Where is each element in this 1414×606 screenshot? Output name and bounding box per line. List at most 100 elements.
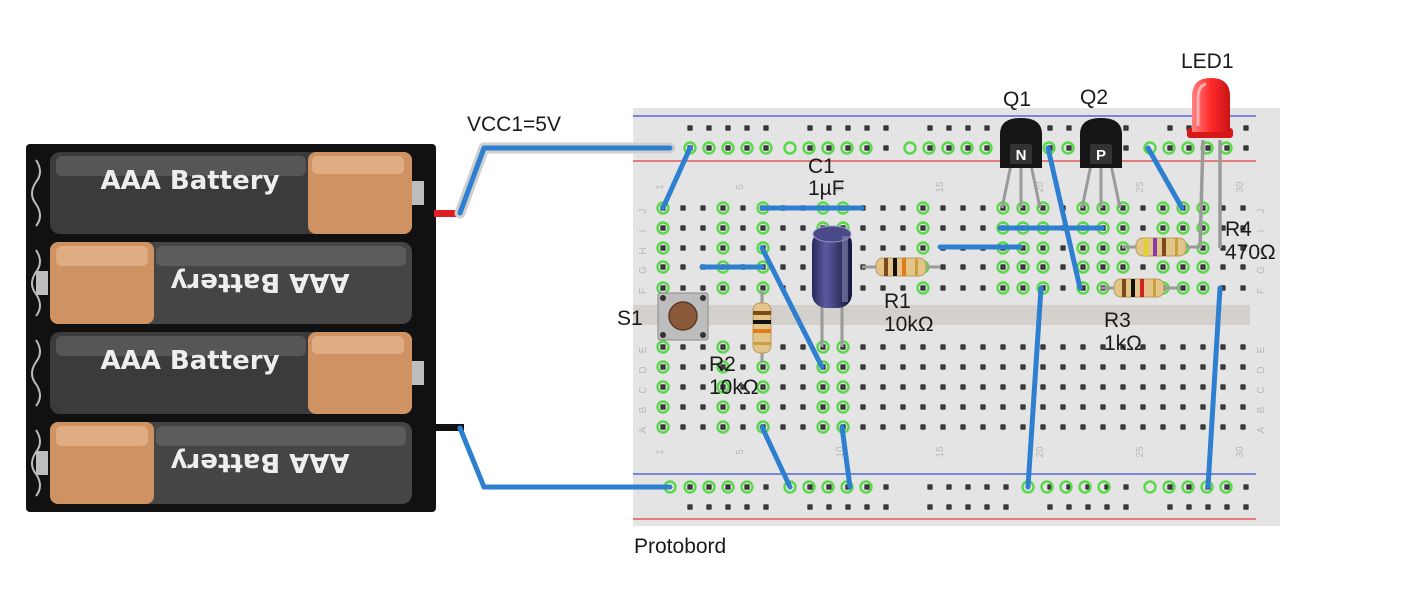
breadboard-hole xyxy=(1160,225,1166,231)
breadboard-hole xyxy=(883,125,889,131)
breadboard-hole xyxy=(1060,264,1066,270)
connected-hole xyxy=(996,281,1010,295)
capacitor-c1 xyxy=(812,225,852,347)
connected-hole xyxy=(656,260,670,274)
r2-name-label: R2 xyxy=(709,353,736,376)
breadboard-hole xyxy=(920,404,926,410)
breadboard-hole xyxy=(1240,205,1246,211)
breadboard-hole xyxy=(1240,285,1246,291)
breadboard-hole xyxy=(763,504,769,510)
connected-hole xyxy=(756,400,770,414)
breadboard-hole xyxy=(980,404,986,410)
breadboard-hole xyxy=(1224,145,1230,151)
breadboard-hole xyxy=(1000,384,1006,390)
connected-hole xyxy=(1156,221,1170,235)
row-letter: B xyxy=(1256,406,1267,413)
connected-hole xyxy=(783,141,797,155)
connected-hole xyxy=(1176,201,1190,215)
connected-hole xyxy=(859,480,873,494)
breadboard-hole xyxy=(980,424,986,430)
breadboard-hole xyxy=(927,145,933,151)
connected-hole xyxy=(1156,260,1170,274)
breadboard-hole xyxy=(1200,424,1206,430)
column-number: 30 xyxy=(1235,446,1246,458)
breadboard-hole xyxy=(1047,125,1053,131)
breadboard-hole xyxy=(946,504,952,510)
connected-hole xyxy=(1196,221,1210,235)
breadboard-hole xyxy=(1180,424,1186,430)
row-letter: D xyxy=(638,366,649,373)
connected-hole xyxy=(821,480,835,494)
breadboard-hole xyxy=(940,264,946,270)
connected-hole xyxy=(1143,480,1157,494)
breadboard-hole xyxy=(960,404,966,410)
wire-q1-to-r3 xyxy=(1045,145,1083,291)
breadboard-hole xyxy=(1100,344,1106,350)
connected-hole xyxy=(1036,241,1050,255)
resistor-r1 xyxy=(862,257,940,277)
breadboard-hole xyxy=(1040,264,1046,270)
breadboard-hole xyxy=(720,285,726,291)
breadboard-hole xyxy=(940,205,946,211)
column-number: 25 xyxy=(1135,446,1146,458)
breadboard-hole xyxy=(840,404,846,410)
row-letter: I xyxy=(1256,230,1267,233)
breadboard-hole xyxy=(845,504,851,510)
breadboard-hole xyxy=(920,285,926,291)
breadboard-hole xyxy=(1120,404,1126,410)
breadboard-hole xyxy=(763,145,769,151)
connected-hole xyxy=(916,281,930,295)
breadboard-hole xyxy=(1140,364,1146,370)
battery-label: AAA Battery xyxy=(170,447,349,477)
breadboard-hole xyxy=(984,125,990,131)
breadboard-hole xyxy=(1120,364,1126,370)
breadboard-hole xyxy=(1200,404,1206,410)
wire-rail-to-col1 xyxy=(660,145,693,211)
wire-r2-to-gnd xyxy=(759,424,793,490)
breadboard-hole xyxy=(1224,484,1230,490)
transistor-q1: N xyxy=(1000,118,1042,209)
black-lead xyxy=(434,424,464,431)
connected-hole xyxy=(916,201,930,215)
battery-label: AAA Battery xyxy=(100,346,279,376)
q2-name-label: Q2 xyxy=(1080,86,1108,109)
row-letter: H xyxy=(638,247,649,254)
breadboard-hole xyxy=(880,404,886,410)
breadboard-hole xyxy=(1080,424,1086,430)
connected-hole xyxy=(1016,260,1030,274)
led-name-label: LED1 xyxy=(1181,50,1234,73)
breadboard-hole xyxy=(1186,504,1192,510)
column-number: 1 xyxy=(655,449,666,455)
breadboard-hole xyxy=(660,384,666,390)
breadboard-hole xyxy=(1080,264,1086,270)
breadboard-hole xyxy=(740,424,746,430)
breadboard-hole xyxy=(940,344,946,350)
breadboard-hole xyxy=(1180,344,1186,350)
breadboard-hole xyxy=(920,364,926,370)
r2-value-label: 10kΩ xyxy=(709,376,759,399)
breadboard-hole xyxy=(1020,264,1026,270)
breadboard-hole xyxy=(920,205,926,211)
breadboard-hole xyxy=(700,285,706,291)
transistor-q2: P xyxy=(1080,118,1122,209)
connected-hole xyxy=(1076,241,1090,255)
battery-cell: AAA Battery xyxy=(31,242,412,324)
connected-hole xyxy=(916,241,930,255)
connected-hole xyxy=(656,221,670,235)
breadboard-hole xyxy=(800,225,806,231)
breadboard-hole xyxy=(1000,404,1006,410)
breadboard-hole xyxy=(1120,225,1126,231)
breadboard-hole xyxy=(826,504,832,510)
connected-hole xyxy=(1096,260,1110,274)
breadboard-hole xyxy=(1120,424,1126,430)
row-letter: J xyxy=(638,209,649,214)
breadboard-hole xyxy=(1003,484,1009,490)
breadboard-hole xyxy=(980,205,986,211)
breadboard-hole xyxy=(1205,145,1211,151)
breadboard-hole xyxy=(1100,404,1106,410)
breadboard-hole xyxy=(1040,364,1046,370)
breadboard-hole xyxy=(1020,285,1026,291)
connected-hole xyxy=(702,480,716,494)
